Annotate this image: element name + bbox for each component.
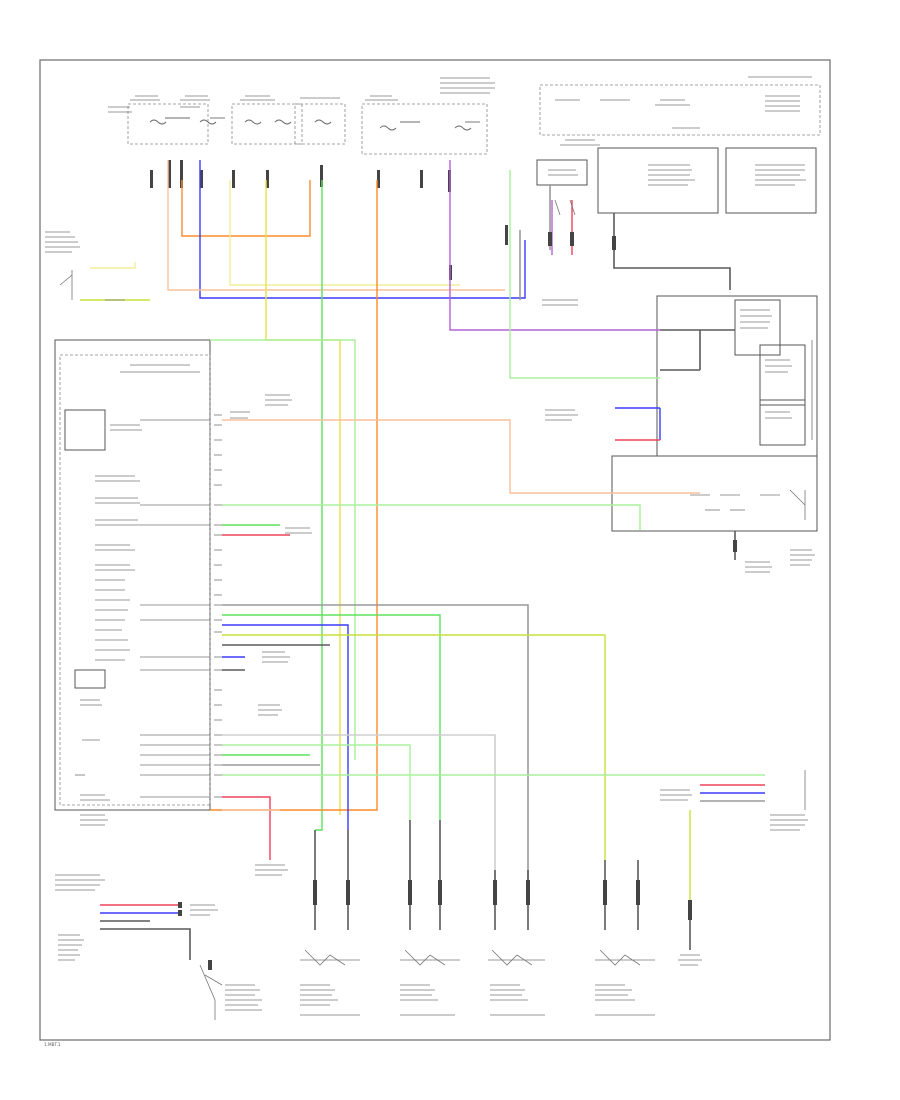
relay-labels-top <box>555 76 812 146</box>
relay-module-c <box>725 147 817 214</box>
ecu-internal-labels <box>95 424 142 661</box>
wheel-sensor-4 <box>595 860 655 1016</box>
wheel-sensor-2 <box>400 820 460 1016</box>
right-subbox-2 <box>759 344 806 406</box>
ecu-pin-number-column <box>214 414 222 811</box>
fuse-header-labels <box>108 77 495 113</box>
wheel-sensors <box>300 770 808 1016</box>
relay-box-top <box>539 84 821 136</box>
page-code: 1.MBT.1 <box>44 1042 61 1047</box>
right-subbox-3 <box>759 399 806 446</box>
wire-labels <box>230 199 578 876</box>
ecu-small-box <box>74 669 106 689</box>
ecu-pin-stubs <box>140 419 210 798</box>
top-right-relay-group <box>536 76 821 306</box>
right-unit-texts <box>690 309 792 511</box>
wheel-sensor-3 <box>488 870 545 1016</box>
relay-module-texts <box>548 164 806 186</box>
left-bottom-labels <box>55 874 262 1011</box>
diagram-frame <box>39 59 831 1041</box>
left-upper-switch <box>45 231 150 301</box>
fuse-box-1 <box>127 103 209 145</box>
wheel-sensor-1 <box>300 830 360 1016</box>
right-subbox-1 <box>734 299 781 356</box>
fuse-connectors <box>150 160 508 280</box>
ecu-sub-relay <box>64 409 106 451</box>
fuse-box-2 <box>231 103 303 145</box>
left-bottom-sensor <box>55 874 262 1020</box>
right-bottom-label <box>660 770 808 831</box>
fuse-box-4 <box>361 103 488 155</box>
fuse-symbols <box>149 117 480 131</box>
fuse-box-3 <box>294 103 346 145</box>
right-control-box <box>656 295 818 457</box>
ground-point <box>678 900 702 966</box>
left-switch-label <box>45 231 80 253</box>
ecu-inner-box <box>59 354 211 806</box>
right-lower-caption <box>745 549 815 573</box>
harness-wires <box>167 160 765 910</box>
right-control-unit <box>611 295 818 573</box>
relay-module-b <box>597 147 719 214</box>
relay-module-a <box>536 159 588 186</box>
ecu-lower-labels <box>75 699 110 826</box>
left-ecu <box>54 339 222 826</box>
top-fuse-block-group <box>108 77 508 280</box>
